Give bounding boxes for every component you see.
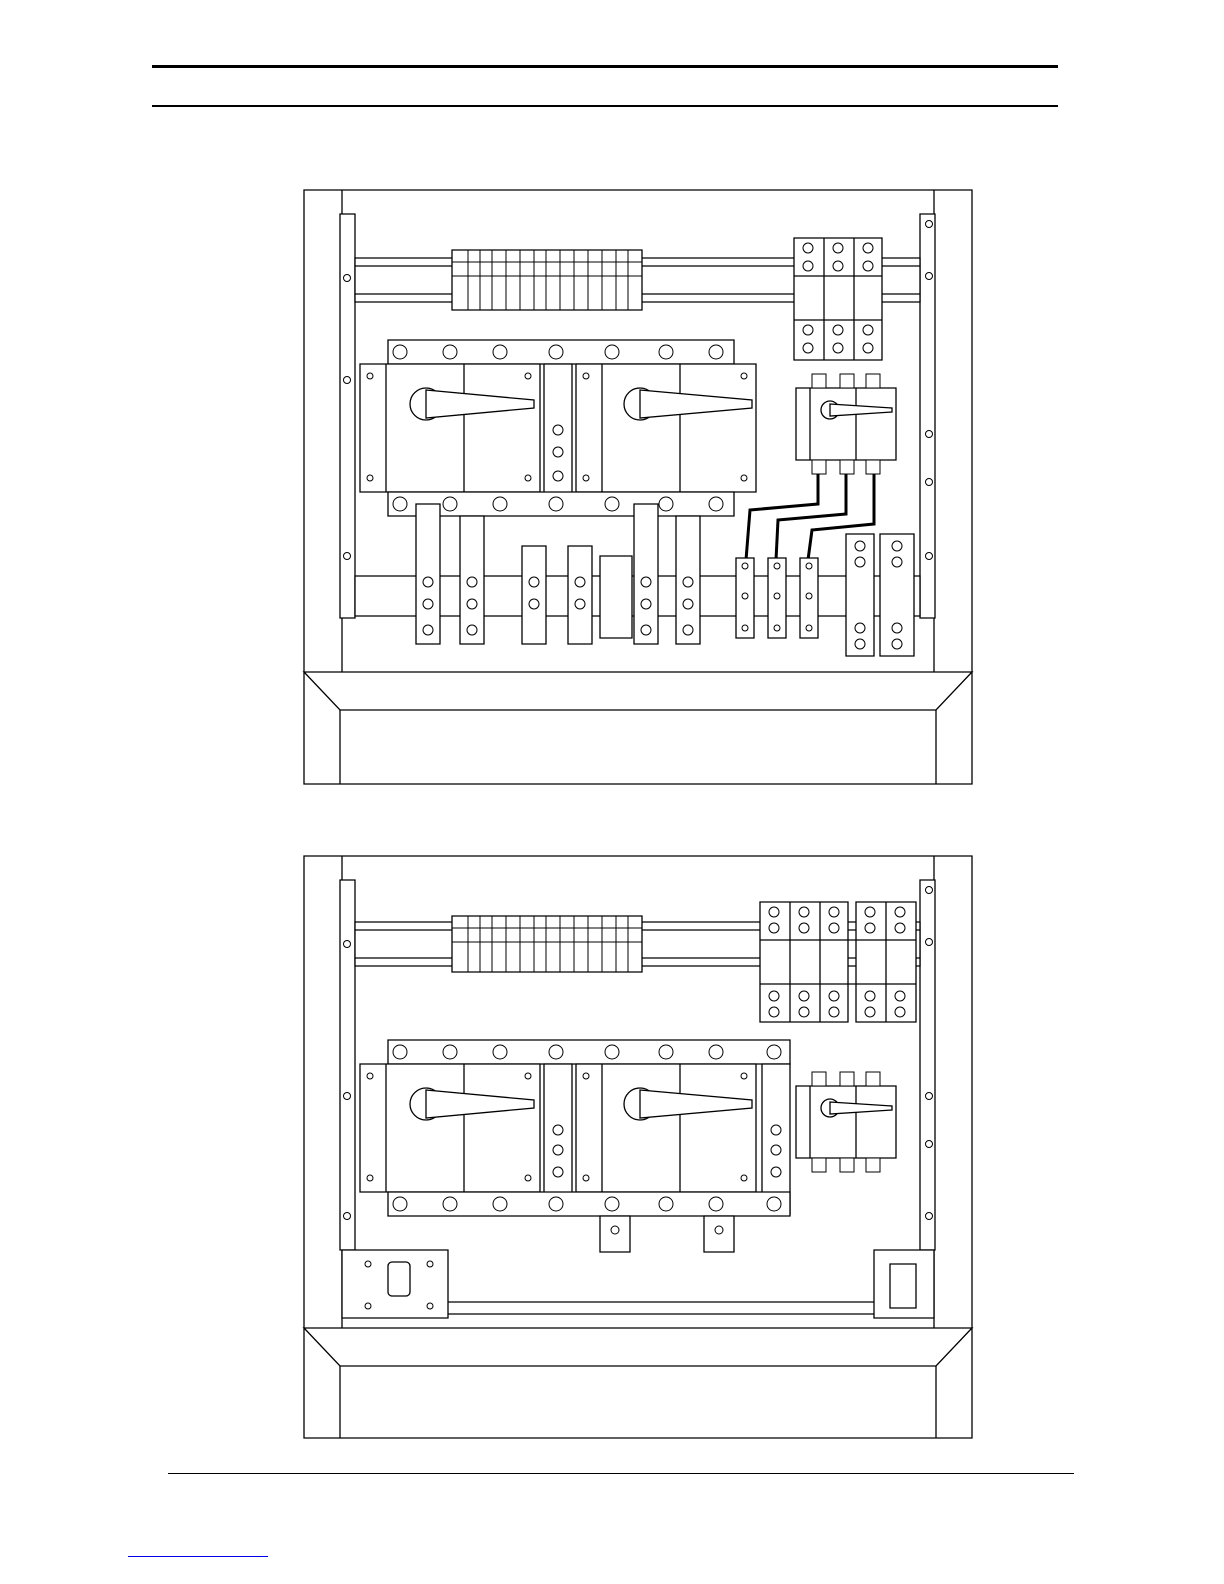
right-bottom-connector: [874, 1250, 934, 1318]
fuse-holder-group-top: [760, 902, 916, 1022]
header-rule-bottom: [152, 105, 1058, 107]
main-breaker-left: [360, 364, 540, 492]
left-bottom-bracket: [342, 1250, 448, 1318]
main-breaker-right: [576, 364, 756, 492]
main-breaker-left: [360, 1064, 540, 1192]
fuse-holder-group-top: [794, 238, 882, 360]
terminal-block-strip: [452, 250, 642, 310]
left-side-rail: [340, 880, 355, 1250]
header-rule-top: [152, 65, 1058, 68]
footer-rule: [168, 1473, 1074, 1474]
panel-drawing-bottom: [300, 852, 976, 1442]
fuse-holder-pair-bottom: [846, 534, 914, 656]
panel-diagram-bottom: [300, 852, 976, 1442]
bottom-rail: [446, 1302, 876, 1314]
panel-diagram-top: [300, 186, 976, 786]
terminal-block-strip: [452, 916, 642, 972]
panel-drawing-top: [300, 186, 976, 786]
main-breaker-right: [576, 1064, 756, 1192]
small-breaker-top: [796, 1072, 896, 1172]
small-breaker-top: [796, 374, 896, 474]
footnote-link-line[interactable]: [128, 1556, 268, 1557]
right-side-rail: [920, 880, 935, 1250]
